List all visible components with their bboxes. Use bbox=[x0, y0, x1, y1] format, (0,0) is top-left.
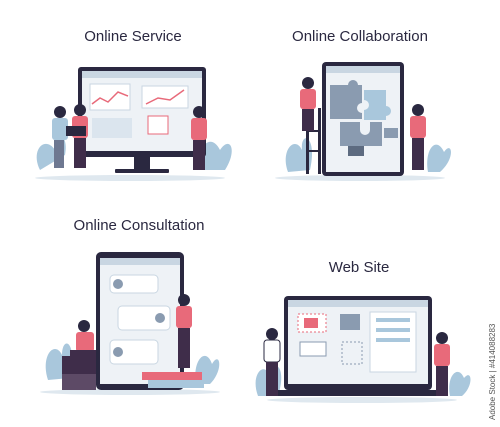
laptop-base bbox=[276, 390, 440, 396]
laptop bbox=[66, 126, 86, 136]
book-2 bbox=[148, 380, 204, 388]
puzzle-piece-1 bbox=[330, 80, 362, 119]
person-5-body bbox=[410, 116, 426, 138]
puzzle-piece-4 bbox=[348, 146, 364, 156]
person-3-head bbox=[193, 106, 205, 118]
service-card-2 bbox=[141, 85, 189, 109]
person-6-body bbox=[76, 332, 94, 352]
stock-id: Adobe Stock | #414088283 bbox=[488, 323, 497, 420]
person-4-body bbox=[300, 89, 316, 109]
ground-shadow-3 bbox=[40, 389, 220, 395]
online-consultation-scene bbox=[40, 252, 220, 395]
ground-shadow-2 bbox=[275, 175, 445, 181]
person-6-head bbox=[78, 320, 90, 332]
person-3-legs bbox=[193, 140, 205, 170]
person-9-legs bbox=[436, 366, 448, 396]
plant-left-2 bbox=[285, 138, 313, 172]
browser-bar bbox=[82, 71, 202, 78]
web-line-2 bbox=[376, 328, 410, 332]
puzzle-piece-2 bbox=[364, 90, 391, 120]
panel-title-online-collaboration: Online Collaboration bbox=[292, 28, 428, 45]
chat-bubble-2 bbox=[117, 305, 171, 331]
puzzle-piece-3 bbox=[340, 122, 382, 146]
person-5-legs bbox=[412, 138, 424, 170]
panel-title-online-consultation: Online Consultation bbox=[73, 217, 205, 234]
ground-shadow bbox=[35, 175, 225, 181]
puzzle-piece-held bbox=[384, 128, 398, 138]
plant-right-2 bbox=[427, 144, 451, 172]
person-4-legs bbox=[302, 109, 314, 131]
plant-right-4 bbox=[449, 371, 471, 396]
web-block-button bbox=[299, 341, 327, 357]
laptop-bar bbox=[288, 300, 428, 307]
ladder-rail-2 bbox=[318, 108, 321, 174]
phone-bar bbox=[100, 258, 180, 265]
chat-bubble-3 bbox=[109, 339, 159, 365]
monitor-stand bbox=[134, 157, 150, 169]
person-7-legs bbox=[178, 328, 190, 368]
person-2-legs bbox=[74, 138, 86, 168]
book-1 bbox=[142, 372, 202, 380]
web-site-scene bbox=[255, 296, 471, 403]
tablet-bar bbox=[326, 66, 400, 73]
web-line-3 bbox=[376, 338, 410, 342]
avatar-1 bbox=[113, 279, 123, 289]
person-9-body bbox=[434, 344, 450, 366]
chat-bubble-1 bbox=[109, 274, 159, 294]
service-card-4 bbox=[92, 118, 132, 138]
box-2 bbox=[62, 374, 96, 390]
person-1-head bbox=[54, 106, 66, 118]
person-8-head bbox=[266, 328, 278, 340]
web-block-image-fill bbox=[304, 318, 318, 328]
person-3-body bbox=[191, 118, 207, 140]
monitor-base bbox=[115, 169, 169, 173]
person-9-head bbox=[436, 332, 448, 344]
person-4-head bbox=[302, 77, 314, 89]
online-collaboration-scene bbox=[275, 62, 451, 181]
ground-shadow-4 bbox=[267, 397, 457, 403]
box-1 bbox=[62, 356, 96, 374]
person-2-head bbox=[74, 104, 86, 116]
person-5-head bbox=[412, 104, 424, 116]
web-block-text bbox=[340, 314, 360, 330]
person-1-body bbox=[52, 118, 68, 140]
plant-right bbox=[199, 141, 232, 170]
service-card-1-line bbox=[91, 91, 129, 105]
avatar-2 bbox=[155, 313, 165, 323]
monitor-screen bbox=[82, 71, 202, 151]
person-8-body bbox=[263, 339, 281, 363]
service-card-1 bbox=[89, 83, 131, 111]
ladder-rung-2 bbox=[306, 150, 321, 152]
person-6-legs bbox=[70, 350, 96, 358]
person-8-legs bbox=[266, 362, 278, 396]
online-service-scene bbox=[35, 67, 232, 181]
person-7-head bbox=[178, 294, 190, 306]
web-block-placeholder bbox=[341, 341, 363, 365]
web-line-1 bbox=[376, 318, 410, 322]
panel-title-online-service: Online Service bbox=[84, 28, 182, 45]
ladder-rail-1 bbox=[306, 108, 309, 174]
person-1-legs bbox=[54, 140, 64, 168]
avatar-3 bbox=[113, 347, 123, 357]
service-card-2-line bbox=[145, 89, 185, 105]
service-card-3 bbox=[147, 115, 169, 135]
panel-title-web-site: Web Site bbox=[328, 259, 390, 276]
person-7-body bbox=[176, 306, 192, 328]
